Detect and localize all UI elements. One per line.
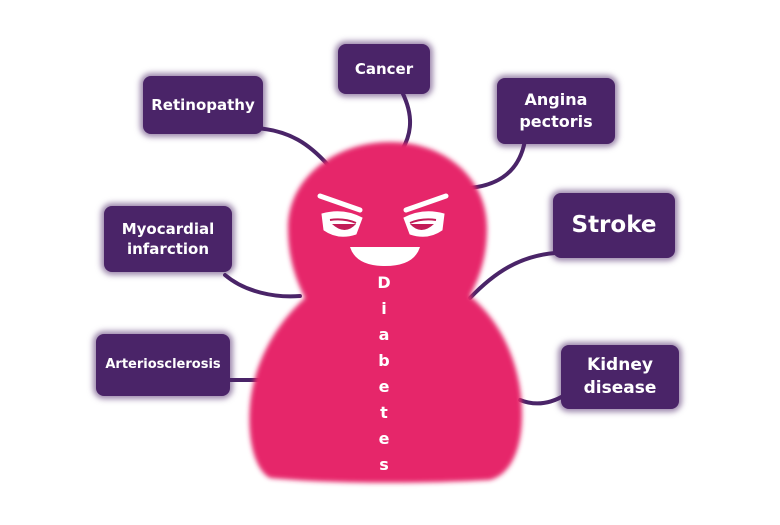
diabetes-letter: s [379,455,389,474]
stroke-label: Stroke [571,211,657,238]
kidney-disease-label: Kidney disease [583,355,657,398]
arteriosclerosis-box: Arteriosclerosis [96,334,230,396]
diabetes-vertical-label: D i a b e t e s [366,270,402,478]
mouth [350,247,420,266]
diabetes-letter: b [378,351,390,370]
diabetes-letter: D [377,273,391,292]
connector-cancer [398,86,413,152]
myocardial-infarction-box: Myocardial infarction [104,206,232,272]
retinopathy-label: Retinopathy [151,95,255,114]
connector-retinopathy [253,126,330,167]
diabetes-character [249,142,522,483]
arteriosclerosis-label: Arteriosclerosis [105,357,221,373]
connector-myocardial [223,273,302,299]
stroke-box: Stroke [553,193,675,258]
diabetes-letter: t [380,403,388,422]
connector-stroke [468,251,557,300]
diabetes-letter: e [378,429,390,448]
kidney-disease-box: Kidney disease [561,345,679,409]
connector-kidney [518,393,567,406]
diabetes-letter: i [381,299,387,318]
cancer-box: Cancer [338,44,430,94]
angina-pectoris-label: Angina pectoris [519,90,593,131]
diabetes-letter: e [378,377,390,396]
connectors [223,86,567,406]
left-eye [317,193,363,237]
right-eye [403,193,449,237]
retinopathy-box: Retinopathy [143,76,263,134]
cancer-label: Cancer [354,59,414,78]
angina-pectoris-box: Angina pectoris [497,78,615,144]
connector-angina [468,138,527,190]
myocardial-infarction-label: Myocardial infarction [121,219,215,258]
diabetes-letter: a [378,325,390,344]
character-body [249,142,522,483]
